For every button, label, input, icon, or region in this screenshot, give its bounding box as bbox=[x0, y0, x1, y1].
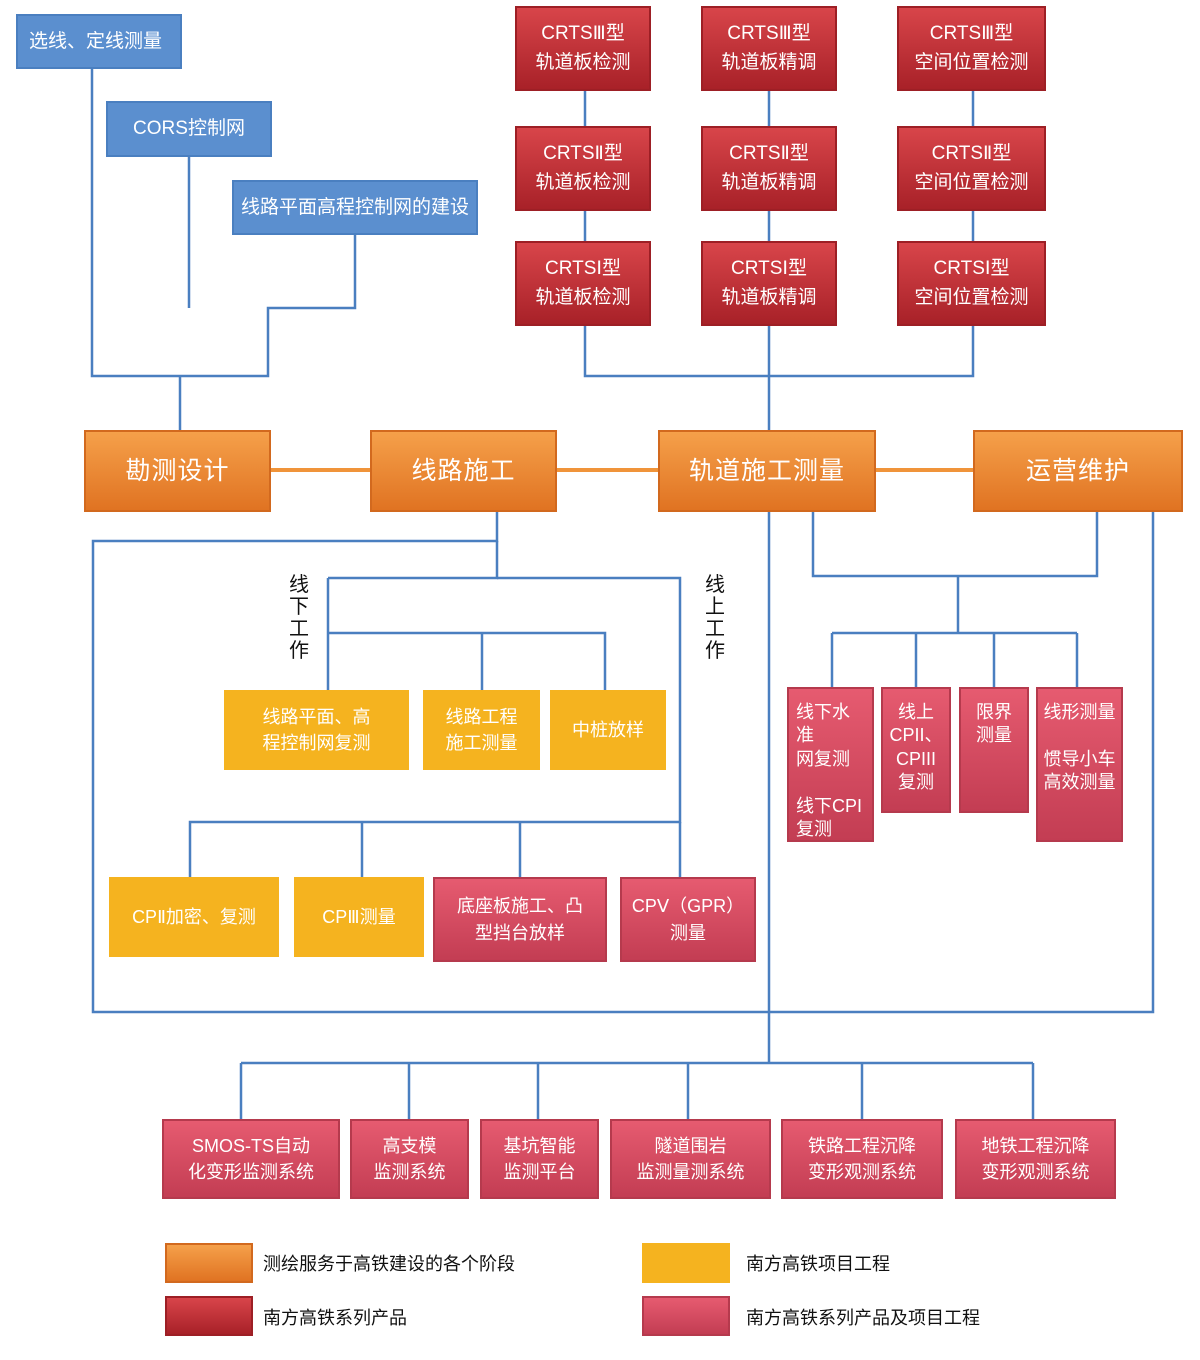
line-control-network-box: 线路平面高程控制网的建设 bbox=[232, 180, 478, 235]
crts-ii-board-adjust-box: CRTSⅡ型 轨道板精调 bbox=[701, 126, 837, 211]
legend-pink-swatch bbox=[642, 1296, 730, 1336]
clearance-survey-box: 限界 测量 bbox=[959, 687, 1029, 813]
on-line-work-label: 线上工作 bbox=[705, 574, 725, 662]
base-plate-layout-box: 底座板施工、凸 型挡台放样 bbox=[433, 877, 607, 962]
crts-iii-board-adjust-box: CRTSⅢ型 轨道板精调 bbox=[701, 6, 837, 91]
line-engineering-survey-box: 线路工程 施工测量 bbox=[423, 690, 540, 770]
legend-yellow-swatch bbox=[642, 1243, 730, 1283]
crts-iii-space-check-box: CRTSⅢ型 空间位置检测 bbox=[897, 6, 1046, 91]
cp2-densify-recheck-box: CPⅡ加密、复测 bbox=[109, 877, 279, 957]
crts-ii-board-check-box: CRTSⅡ型 轨道板检测 bbox=[515, 126, 651, 211]
cors-control-network-box: CORS控制网 bbox=[106, 101, 272, 157]
crts-i-board-adjust-box: CRTSⅠ型 轨道板精调 bbox=[701, 241, 837, 326]
cp5-gpr-survey-box: CPⅤ（GPR） 测量 bbox=[620, 877, 756, 962]
metro-settlement-box: 地铁工程沉降 变形观测系统 bbox=[955, 1119, 1116, 1199]
crts-iii-board-check-box: CRTSⅢ型 轨道板检测 bbox=[515, 6, 651, 91]
track-construction-survey-stage: 轨道施工测量 bbox=[658, 430, 876, 512]
legend-pink-label: 南方高铁系列产品及项目工程 bbox=[746, 1308, 980, 1328]
under-line-work-label: 线下工作 bbox=[289, 574, 309, 662]
control-network-recheck-box: 线路平面、高 程控制网复测 bbox=[224, 690, 409, 770]
legend-red-label: 南方高铁系列产品 bbox=[263, 1308, 407, 1328]
survey-design-stage: 勘测设计 bbox=[84, 430, 271, 512]
foundation-pit-monitoring-box: 基坑智能 监测平台 bbox=[480, 1119, 599, 1199]
legend-orange-label: 测绘服务于高铁建设的各个阶段 bbox=[263, 1254, 515, 1274]
crts-i-board-check-box: CRTSⅠ型 轨道板检测 bbox=[515, 241, 651, 326]
crts-i-space-check-box: CRTSⅠ型 空间位置检测 bbox=[897, 241, 1046, 326]
center-stake-layout-box: 中桩放样 bbox=[550, 690, 666, 770]
smos-ts-monitoring-box: SMOS-TS自动 化变形监测系统 bbox=[162, 1119, 340, 1199]
railway-settlement-box: 铁路工程沉降 变形观测系统 bbox=[781, 1119, 943, 1199]
leveling-network-recheck-box: 线下水准 网复测 线下CPI 复测 bbox=[787, 687, 874, 842]
route-selection-survey-box: 选线、定线测量 bbox=[16, 14, 182, 69]
crts-ii-space-check-box: CRTSⅡ型 空间位置检测 bbox=[897, 126, 1046, 211]
high-formwork-monitoring-box: 高支模 监测系统 bbox=[350, 1119, 469, 1199]
alignment-survey-box: 线形测量 惯导小车 高效测量 bbox=[1036, 687, 1123, 842]
cp-online-recheck-box: 线上 CPII、 CPIII 复测 bbox=[881, 687, 951, 813]
tunnel-monitoring-box: 隧道围岩 监测量测系统 bbox=[610, 1119, 771, 1199]
line-construction-stage: 线路施工 bbox=[370, 430, 557, 512]
cp3-survey-box: CPⅢ测量 bbox=[294, 877, 424, 957]
legend-orange-swatch bbox=[165, 1243, 253, 1283]
legend-yellow-label: 南方高铁项目工程 bbox=[746, 1254, 890, 1274]
legend-red-swatch bbox=[165, 1296, 253, 1336]
operation-maintenance-stage: 运营维护 bbox=[973, 430, 1183, 512]
